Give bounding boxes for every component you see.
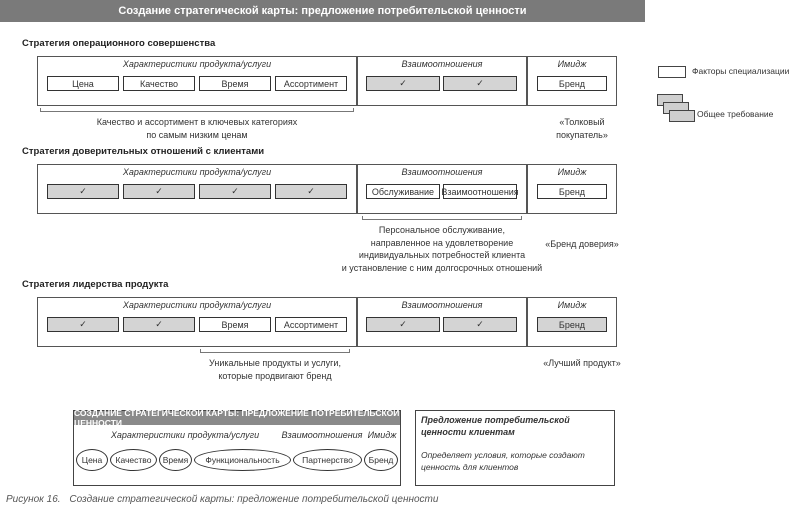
definition-box	[415, 410, 615, 486]
summary-oval: Функциональность	[194, 449, 291, 471]
legend-general-label: Общее требование	[697, 109, 774, 119]
strategy-title: Стратегия доверительных отношений с клие…	[22, 146, 265, 157]
relations-cell: Взаимоотношения	[441, 184, 519, 199]
image-note-line: покупатель»	[556, 129, 608, 140]
summary-oval: Время	[159, 449, 192, 471]
definition-title: Предложение потребительской ценности кли…	[421, 415, 570, 437]
legend-general-swatch-3	[669, 110, 695, 122]
caption-label: Рисунок 16.	[6, 494, 61, 505]
product-cell: ✓	[123, 317, 195, 332]
note-line: Качество и ассортимент в ключевых катего…	[96, 117, 298, 127]
product-cell: Время	[199, 76, 271, 91]
product-group-label: Характеристики продукта/услуги	[122, 59, 272, 69]
note-line: направленное на удовлетворение	[370, 237, 514, 248]
strategy-note: Уникальные продукты и услуги, которые про…	[190, 357, 360, 382]
relations-cell: ✓	[443, 317, 517, 332]
note-bracket	[362, 216, 522, 220]
product-cell: Цена	[47, 76, 119, 91]
image-note: «Толковый покупатель»	[540, 116, 624, 141]
product-cell: ✓	[47, 184, 119, 199]
image-cell: Бренд	[537, 184, 607, 199]
caption-text: Создание стратегической карты: предложен…	[69, 494, 439, 505]
header-bar: Создание стратегической карты: предложен…	[0, 0, 645, 22]
summary-image-label: Имидж	[367, 430, 397, 440]
product-cell: ✓	[199, 184, 271, 199]
product-cell: Ассортимент	[275, 76, 347, 91]
note-line: и установление с ним долгосрочных отноше…	[341, 262, 543, 273]
product-cell: ✓	[275, 184, 347, 199]
product-cell: ✓	[123, 184, 195, 199]
summary-title: СОЗДАНИЕ СТРАТЕГИЧЕСКОЙ КАРТЫ: ПРЕДЛОЖЕН…	[74, 408, 400, 428]
definition-text: Определяет условия, которые создают ценн…	[421, 450, 585, 472]
note-bracket	[40, 108, 354, 112]
image-note-line: «Бренд доверия»	[545, 239, 619, 249]
image-note: «Лучший продукт»	[540, 357, 624, 370]
image-note: «Бренд доверия»	[540, 238, 624, 251]
product-cell: Ассортимент	[275, 317, 347, 332]
note-bracket	[200, 349, 350, 353]
strategy-title: Стратегия операционного совершенства	[22, 38, 216, 49]
summary-relations-label: Взаимоотношения	[281, 430, 363, 440]
note-line: которые продвигают бренд	[218, 370, 332, 381]
product-group-label: Характеристики продукта/услуги	[122, 300, 272, 310]
strategy-note: Качество и ассортимент в ключевых катего…	[80, 116, 314, 141]
summary-oval: Цена	[76, 449, 108, 471]
summary-product-label: Характеристики продукта/услуги	[110, 430, 260, 440]
strategy-title: Стратегия лидерства продукта	[22, 279, 169, 290]
product-cell: Время	[199, 317, 271, 332]
image-note-line: «Лучший продукт»	[543, 358, 621, 368]
strategy-note: Персональное обслуживание, направленное н…	[335, 224, 549, 274]
image-group-label: Имидж	[557, 300, 587, 310]
header-title: Создание стратегической карты: предложен…	[118, 5, 527, 17]
figure-caption: Рисунок 16. Создание стратегической карт…	[6, 494, 438, 505]
image-cell: Бренд	[537, 76, 607, 91]
image-group-label: Имидж	[557, 59, 587, 69]
summary-oval: Качество	[110, 449, 157, 471]
relations-cell: Обслуживание	[366, 184, 440, 199]
product-cell: ✓	[47, 317, 119, 332]
note-line: Персональное обслуживание,	[378, 225, 506, 235]
summary-oval: Партнерство	[293, 449, 362, 471]
legend-specialization-swatch	[658, 66, 686, 78]
note-line: по самым низким ценам	[146, 129, 248, 140]
relations-group-label: Взаимоотношения	[401, 300, 483, 310]
relations-cell: ✓	[366, 76, 440, 91]
summary-title-bar: СОЗДАНИЕ СТРАТЕГИЧЕСКОЙ КАРТЫ: ПРЕДЛОЖЕН…	[74, 408, 400, 428]
relations-group-label: Взаимоотношения	[401, 59, 483, 69]
note-line: Уникальные продукты и услуги,	[209, 358, 341, 368]
note-line: индивидуальных потребностей клиента	[358, 250, 526, 260]
relations-group-label: Взаимоотношения	[401, 167, 483, 177]
image-group-label: Имидж	[557, 167, 587, 177]
relations-cell: ✓	[366, 317, 440, 332]
summary-box	[73, 410, 401, 486]
relations-cell: ✓	[443, 76, 517, 91]
legend-specialization-label: Факторы специализации	[692, 66, 790, 76]
image-note-line: «Толковый	[559, 117, 605, 127]
product-cell: Качество	[123, 76, 195, 91]
summary-oval: Бренд	[364, 449, 398, 471]
image-cell: Бренд	[537, 317, 607, 332]
product-group-label: Характеристики продукта/услуги	[122, 167, 272, 177]
